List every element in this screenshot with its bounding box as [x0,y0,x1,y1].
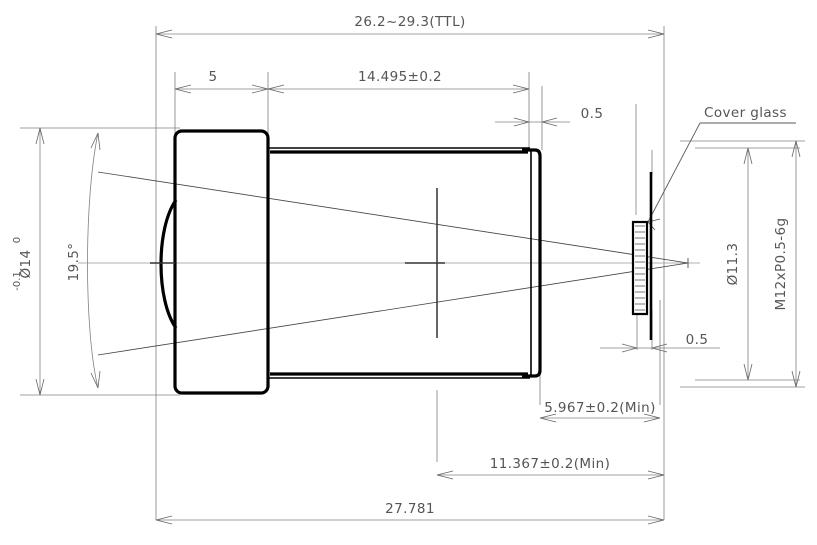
dimension-barrel-body-length: 14.495±0.2 [267,69,530,94]
arrowhead-body-right [512,84,530,94]
arrowhead-m12-top [791,140,801,158]
dimension-label-gap-bottom: 0.5 [686,332,709,348]
extension-lines-group [20,26,805,520]
arrowhead-gap-top-left [513,117,530,127]
annotation-cover-glass: Cover glass [647,105,796,231]
arrowhead-bfl-left [539,413,557,423]
arrowhead-flange-back-left [436,470,454,480]
dimension-label-ttl: 26.2~29.3(TTL) [354,14,465,30]
arrowhead-front-left [174,84,192,94]
dimension-label-body: 14.495±0.2 [358,69,442,85]
dimension-front-diameter: Ø14 0 -0.1 [12,127,45,396]
dimension-overall-length: 27.781 [155,501,665,525]
arrowhead-ttl-left [155,29,173,39]
sensor-hatching [635,225,645,311]
arrowhead-d14-bottom [35,378,45,396]
dimension-label-m12: M12xP0.5-6g [773,218,789,311]
arrowhead-d14-top [35,127,45,145]
front-lens-element [159,199,178,329]
arrowhead-angle-bottom [90,370,101,389]
rear-barrel-end-cap [522,148,542,378]
dimension-flange-back-min: 11.367±0.2(Min) [436,456,665,480]
arrowhead-body-left [267,84,285,94]
dimension-label-d14-tol-lower: -0.1 [12,271,23,291]
rear-lens-barrel [268,147,542,379]
arrowhead-ttl-right [647,29,665,39]
dimension-label-d14-tol-upper: 0 [12,237,23,243]
arrowhead-angle-top [90,132,101,151]
dimension-label-overall: 27.781 [385,501,435,517]
arrowhead-flange-back-right [647,470,665,480]
arrowhead-gap-bottom-left [621,343,638,353]
optical-ray-cone [97,171,689,356]
angle-arc-195 [87,132,99,389]
dimension-label-d113: Ø11.3 [725,243,741,286]
dimension-image-circle: Ø11.3 [725,147,753,381]
dimension-gap-bottom: 0.5 [600,332,720,353]
arrowhead-gap-top-right [541,117,558,127]
arrowhead-d113-bottom [743,363,753,381]
cover-glass-label: Cover glass [704,105,787,121]
front-lens-barrel [159,129,270,395]
arrowhead-m12-bottom [791,370,801,388]
arrowhead-front-right [251,84,269,94]
dimension-gap-top: 0.5 [495,106,604,127]
dimension-total-track-length: 26.2~29.3(TTL) [155,14,665,39]
ray-lower [97,262,689,356]
dimension-label-d14: Ø14 [18,249,34,278]
arrowhead-overall-left [155,515,173,525]
center-cross-marks [150,188,445,338]
front-barrel-outline [173,129,270,395]
ray-upper [97,171,689,264]
dimension-field-angle: 19.5° [66,132,101,389]
arrowhead-d113-top [743,147,753,165]
arrowhead-bfl-right [643,413,661,423]
dimension-thread-spec: M12xP0.5-6g [773,140,801,388]
dimension-label-front-barrel: 5 [209,69,218,85]
dimension-label-bfl: 5.967±0.2(Min) [544,400,656,416]
arrowhead-gap-bottom-right [651,343,668,353]
cover-glass-leader-line [647,122,701,223]
dimension-label-field-angle: 19.5° [66,243,82,282]
dimension-label-flange-back: 11.367±0.2(Min) [490,456,611,472]
arrowhead-overall-right [647,515,665,525]
image-sensor [631,220,649,316]
dimension-front-barrel-length: 5 [174,69,269,94]
dimension-back-focal-min: 5.967±0.2(Min) [539,400,661,423]
dimension-label-gap-top: 0.5 [581,106,604,122]
